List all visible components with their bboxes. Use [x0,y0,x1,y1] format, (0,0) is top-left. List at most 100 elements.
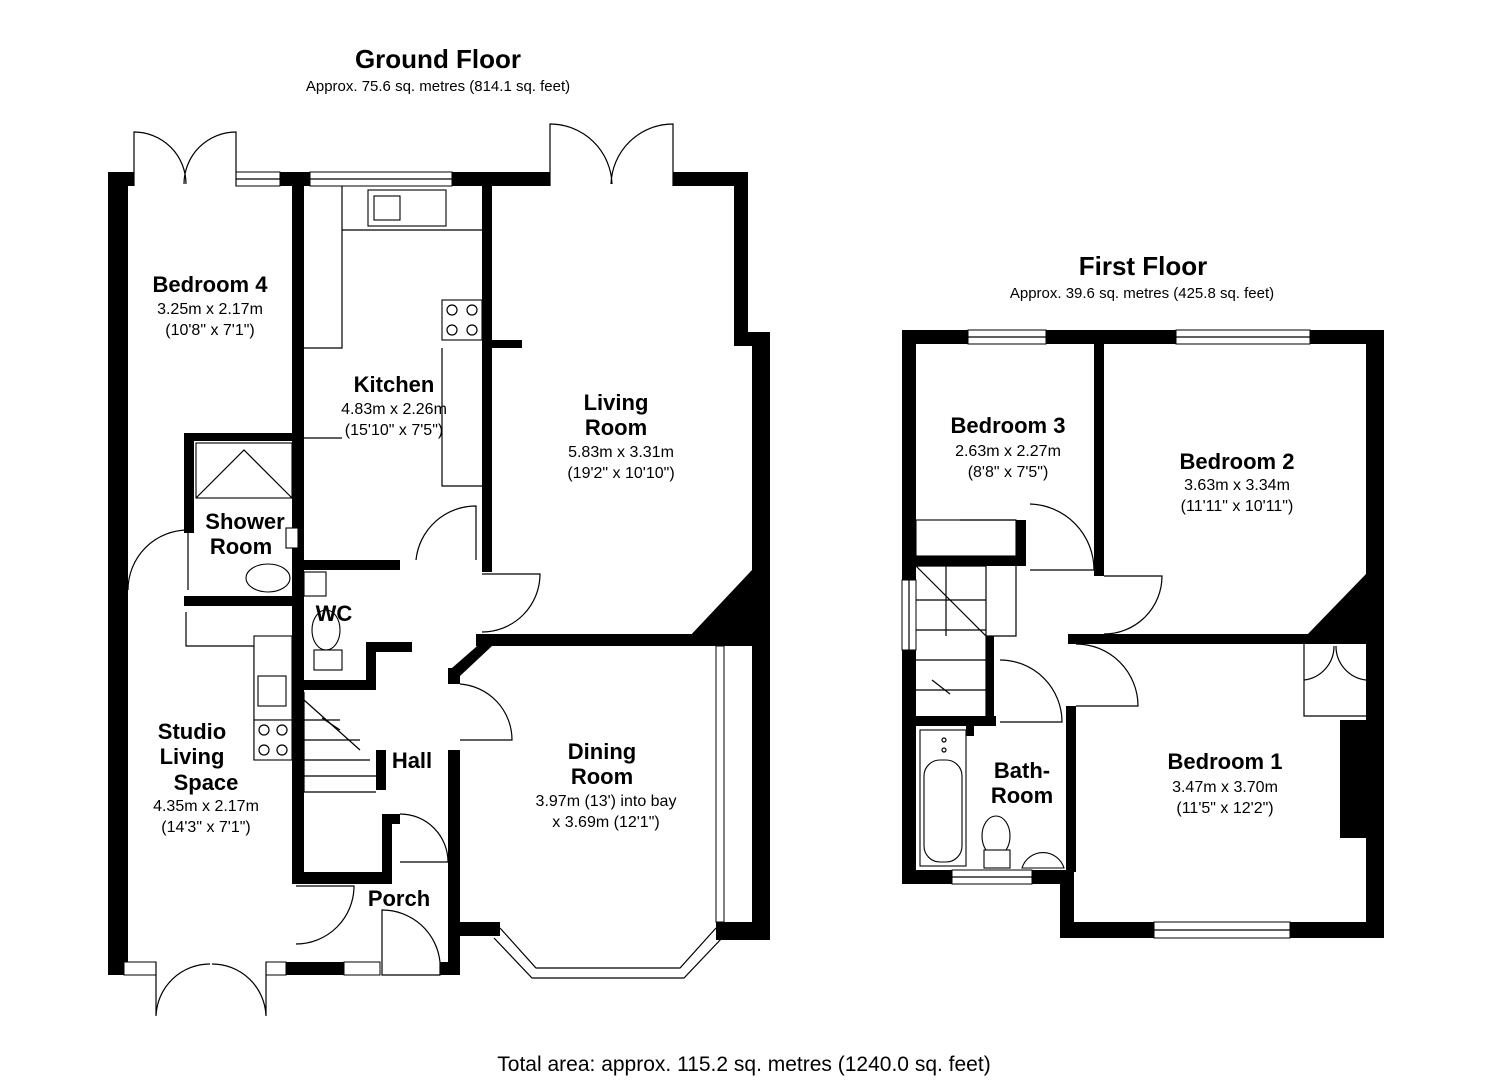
ground-floor-plan: Ground Floor Approx. 75.6 sq. metres (81… [108,44,770,1017]
kitchen-counter [304,186,482,487]
ff-wall-bed1-left [1066,706,1076,872]
wall-living-stub [482,340,522,348]
wall-hall-mid [448,668,460,684]
ff-cupboard-bed3 [915,519,1017,557]
wc-name: WC [316,601,353,626]
door-porch-studio [295,885,355,945]
bedroom2-dims-m: 3.63m x 3.34m [1184,477,1290,494]
shower-name-1: Shower [205,509,285,534]
porch-front-door [381,909,441,976]
dining-name-2: Room [571,764,633,789]
bedroom2-name: Bedroom 2 [1180,449,1295,474]
ff-wall-top-2 [1046,330,1176,344]
french-door-bedroom4 [133,131,237,186]
porch-name: Porch [368,886,430,911]
toilet-shower [245,563,291,593]
wall-kitchen-living [482,172,492,572]
chimney-breast [688,570,752,640]
ff-wall-top-1 [902,330,968,344]
wall-shower-bottom [184,596,302,606]
wc-basin [303,571,327,597]
ff-wall-bath-mid [966,726,974,736]
ff-wardrobe-bed1 [1303,644,1367,717]
ff-door-bed3 [1029,503,1095,571]
stairs-ground [303,692,376,793]
living-dims-ft: (19'2" x 10'10") [567,465,674,482]
door-shower [127,529,189,591]
kitchen-name: Kitchen [354,372,435,397]
bedroom1-dims-ft: (11'5" x 12'2") [1176,800,1273,817]
ff-wall-bottom-bath [902,870,952,884]
wall-top-1 [108,172,134,186]
hob [441,299,483,341]
ground-floor-area: Approx. 75.6 sq. metres (814.1 sq. feet) [306,78,570,95]
bathroom-name-2: Room [991,783,1053,808]
bedroom1-dims-m: 3.47m x 3.70m [1172,779,1278,796]
ff-wall-bed2-bottom [1068,634,1366,644]
ff-wall-stairs-right [986,636,994,720]
studio-hob [253,719,293,761]
ff-door-bath [999,659,1063,723]
ff-wall-bed3-bottom [916,556,1024,566]
window-dining-right [715,645,725,923]
living-name-1: Living [584,390,649,415]
bedroom1-name: Bedroom 1 [1168,749,1283,774]
studio-dims-ft: (14'3" x 7'1") [161,819,251,836]
wall-shower-left [184,433,194,533]
bedroom4-dims-m: 3.25m x 2.17m [157,301,263,318]
wall-right-living-1 [734,172,748,342]
shower-name-2: Room [210,534,272,559]
studio-name-2: Living [160,744,225,769]
french-door-living [549,123,674,186]
door-living [481,573,541,633]
wall-porch-top-3 [382,814,400,824]
wall-porch-top-2 [382,814,392,884]
studio-dims-m: 4.35m x 2.17m [153,798,259,815]
ff-wall-bottom-bed1-2 [1290,922,1384,938]
bedroom3-dims-m: 2.63m x 2.27m [955,443,1061,460]
first-floor-area: Approx. 39.6 sq. metres (425.8 sq. feet) [1010,285,1274,302]
wall-top-4 [673,172,748,186]
wall-hall-right [448,750,460,975]
ff-wall-bed3-bed2 [1094,344,1104,576]
ff-chimney-bed2 [1304,574,1366,640]
ff-wall-right [1366,330,1384,938]
shower-tray [195,442,293,499]
studio-name-3: Space [174,770,239,795]
studio-name-1: Studio [158,719,226,744]
ff-wall-bath-right-out [1060,870,1074,938]
living-dims-m: 5.83m x 3.31m [568,444,674,461]
total-area: Total area: approx. 115.2 sq. metres (12… [497,1053,990,1076]
bathroom-name-1: Bath- [994,758,1050,783]
door-dining [459,683,513,741]
ff-wall-top-3 [1310,330,1384,344]
bedroom4-name: Bedroom 4 [153,272,269,297]
dining-dims-1: 3.97m (13') into bay [536,793,677,810]
living-name-2: Room [585,415,647,440]
wall-dining-bay-left [452,922,500,936]
window-studio-bottom-left [123,961,157,976]
ff-door-bed1 [1075,643,1139,707]
bedroom2-dims-ft: (11'11" x 10'11") [1181,498,1294,515]
bedroom3-name: Bedroom 3 [951,413,1066,438]
wall-hall-stairs [376,750,386,790]
door-kitchen [415,505,477,561]
wall-bottom-3 [440,962,460,975]
wall-wc-right [366,642,376,690]
hall-name: Hall [392,748,432,773]
kitchen-dims-ft: (15'10" x 7'5") [345,422,443,439]
wall-left [108,172,128,975]
dining-dims-2: x 3.69m (12'1") [552,814,659,831]
door-porch [399,813,449,863]
ff-chimney-bed1 [1340,720,1366,838]
ff-wall-bath-top [916,716,996,726]
first-floor-title: First Floor [1079,251,1208,281]
dining-name-1: Dining [568,739,636,764]
ff-door-bed2 [1103,575,1163,635]
ff-basin [1021,852,1065,869]
wall-dining-top [476,634,770,646]
wall-wc-bottom [302,680,376,690]
wall-bottom-1 [108,962,124,975]
wall-wc-top [302,560,400,570]
